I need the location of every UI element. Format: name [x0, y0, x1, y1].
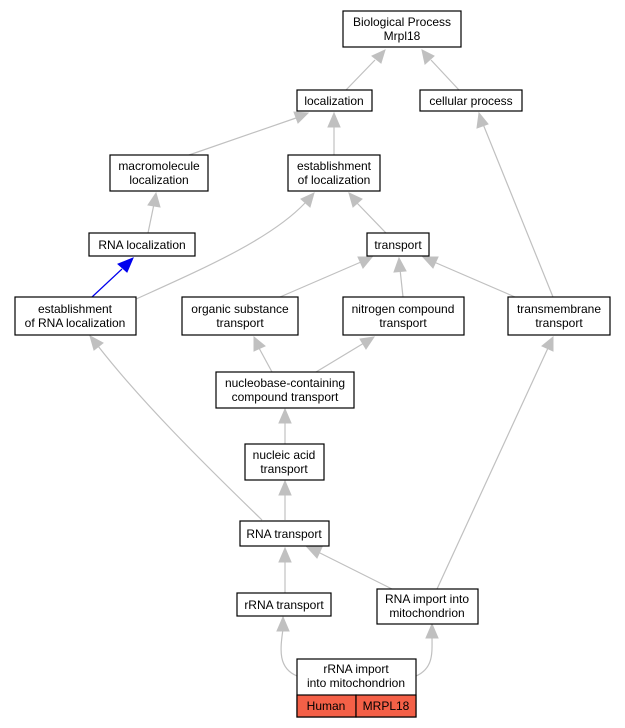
leaf-species-label: Human: [307, 699, 346, 713]
edge-arrow: [276, 615, 290, 632]
node-nucleic-acid-transport[interactable]: nucleic acid transport: [244, 443, 325, 481]
node-rna-transport[interactable]: RNA transport: [239, 520, 330, 547]
edge-arrow: [357, 256, 374, 269]
node-transmembrane-transport-line1: transmembrane: [517, 302, 601, 316]
node-establishment-of-localization-line1: establishment: [297, 159, 372, 173]
node-organic-substance-transport-line2: transport: [216, 316, 264, 330]
node-root-title: Biological Process: [353, 15, 451, 29]
edge-leaf-to-rrna-transport: [280, 628, 298, 677]
node-transport-label: transport: [374, 238, 422, 252]
edge-rna-import-into-mitochondrion-to-transmembrane-transport: [436, 347, 549, 590]
edge-arrow: [476, 111, 489, 129]
edge-establishment-of-rna-localization-to-rna-localization: [91, 268, 123, 298]
edges: [89, 49, 554, 677]
node-nucleobase-containing-compound-transport-line2: compound transport: [232, 390, 339, 404]
node-rna-import-into-mitochondrion[interactable]: RNA import into mitochondrion: [376, 588, 479, 625]
edge-cellular-process-to-root: [430, 59, 460, 91]
edge-arrow: [305, 546, 323, 559]
node-cellular-process[interactable]: cellular process: [419, 89, 523, 112]
node-rna-localization-label: RNA localization: [98, 238, 185, 252]
node-root-gene: Mrpl18: [384, 29, 421, 43]
node-macromolecule-localization-line2: localization: [129, 173, 188, 187]
node-nitrogen-compound-transport[interactable]: nitrogen compound transport: [342, 296, 465, 336]
edge-macromolecule-localization-to-localization: [188, 117, 297, 156]
edge-arrow: [278, 546, 292, 563]
edge-arrow: [89, 334, 104, 351]
node-establishment-of-localization[interactable]: establishment of localization: [287, 154, 381, 192]
edge-rna-localization-to-macromolecule-localization: [147, 203, 155, 234]
edge-arrow: [147, 191, 161, 208]
node-nitrogen-compound-transport-line2: transport: [379, 316, 427, 330]
node-establishment-of-rna-localization-line2: of RNA localization: [25, 316, 126, 330]
edge-arrow: [117, 257, 134, 273]
node-transmembrane-transport[interactable]: transmembrane transport: [507, 296, 611, 336]
leaf-gene-cell: [355, 694, 417, 718]
node-macromolecule-localization[interactable]: macromolecule localization: [109, 154, 209, 192]
edge-rna-transport-to-establishment-of-rna-localization: [97, 345, 263, 521]
edge-nitrogen-compound-transport-to-transport: [399, 268, 404, 298]
edge-transmembrane-transport-to-cellular-process: [482, 123, 554, 298]
node-nucleobase-containing-compound-transport-line1: nucleobase-containing: [225, 376, 345, 390]
edge-organic-substance-transport-to-transport: [279, 261, 362, 298]
node-nucleic-acid-transport-line2: transport: [260, 462, 308, 476]
edge-arrow: [425, 622, 439, 639]
node-transmembrane-transport-line2: transport: [535, 316, 583, 330]
edge-arrow: [541, 335, 554, 352]
leaf-term-line2: into mitochondrion: [307, 676, 405, 690]
node-rrna-import-into-mitochondrion[interactable]: rRNA import into mitochondrion Human MRP…: [296, 658, 417, 718]
node-nucleic-acid-transport-line1: nucleic acid: [253, 448, 316, 462]
node-rrna-transport-label: rRNA transport: [244, 598, 324, 612]
edge-arrow: [278, 407, 292, 424]
edge-arrow: [421, 49, 435, 65]
edge-arrow: [278, 479, 292, 496]
node-transport[interactable]: transport: [366, 232, 430, 257]
node-establishment-of-rna-localization[interactable]: establishment of RNA localization: [14, 296, 137, 336]
node-establishment-of-rna-localization-line1: establishment: [38, 302, 113, 316]
node-organic-substance-transport[interactable]: organic substance transport: [181, 296, 299, 336]
edge-arrow: [327, 111, 341, 128]
node-root[interactable]: Biological Process Mrpl18: [342, 10, 462, 48]
node-organic-substance-transport-line1: organic substance: [191, 302, 289, 316]
edge-arrow: [253, 335, 266, 352]
node-rna-transport-label: RNA transport: [246, 527, 322, 541]
edge-arrow: [293, 111, 310, 124]
node-localization-label: localization: [304, 94, 363, 108]
leaf-gene-label: MRPL18: [363, 699, 410, 713]
edge-transport-to-establishment-of-localization: [356, 202, 387, 234]
edge-transmembrane-transport-to-transport: [433, 261, 516, 298]
node-macromolecule-localization-line1: macromolecule: [118, 159, 200, 173]
node-nitrogen-compound-transport-line1: nitrogen compound: [352, 302, 455, 316]
edge-arrow: [300, 192, 315, 208]
edge-arrow: [393, 256, 407, 273]
edge-arrow: [359, 336, 376, 350]
node-rna-localization[interactable]: RNA localization: [88, 232, 196, 257]
node-rna-import-into-mitochondrion-line1: RNA import into: [385, 592, 469, 606]
edge-establishment-of-rna-localization-to-establishment-of-localization: [133, 202, 306, 301]
edge-nucleobase-containing-to-organic-substance-transport: [258, 347, 273, 373]
edge-arrow: [421, 256, 439, 269]
node-nucleobase-containing-compound-transport[interactable]: nucleobase-containing compound transport: [215, 371, 355, 409]
node-rna-import-into-mitochondrion-line2: mitochondrion: [389, 606, 464, 620]
nodes: Biological Process Mrpl18 localization c…: [14, 10, 611, 718]
edge-arrow: [348, 192, 363, 208]
edge-arrow: [371, 49, 386, 64]
edge-localization-to-root: [345, 59, 376, 91]
leaf-term-line1: rRNA import: [323, 662, 389, 676]
edge-nucleobase-containing-to-nitrogen-compound-transport: [315, 342, 365, 373]
node-cellular-process-label: cellular process: [429, 94, 512, 108]
node-localization[interactable]: localization: [296, 89, 373, 112]
edge-rna-import-into-mitochondrion-to-rna-transport: [317, 551, 393, 590]
node-rrna-transport[interactable]: rRNA transport: [236, 592, 332, 617]
edge-leaf-to-rna-import-into-mitochondrion: [415, 635, 433, 677]
node-establishment-of-localization-line2: of localization: [298, 173, 371, 187]
